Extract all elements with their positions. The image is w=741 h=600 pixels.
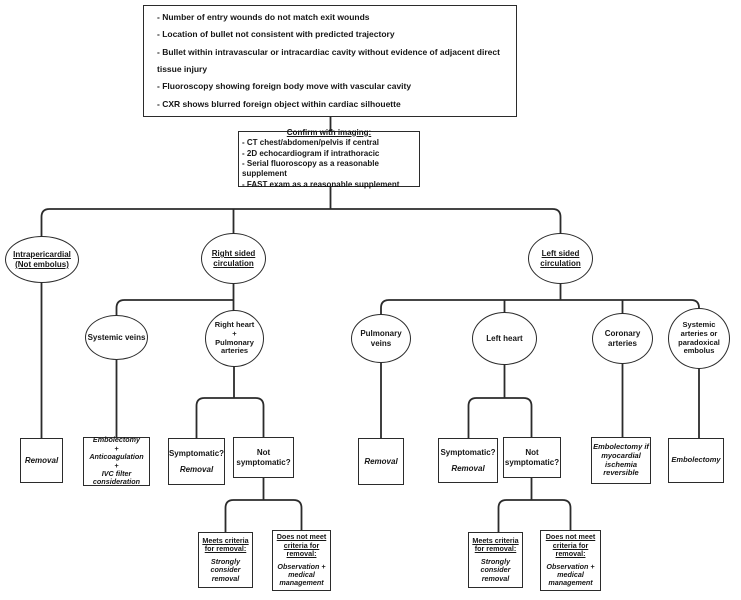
node-embolectomy-ischemia: Embolectomy if myocardial ischemia rever… bbox=[591, 437, 651, 484]
meets-criteria-action: Strongly consider removal bbox=[210, 556, 241, 583]
node-left-heart: Left heart bbox=[472, 312, 537, 365]
node-coronary-arteries: Coronary arteries bbox=[592, 313, 653, 364]
node-systemic-arteries-label: Systemic arteries or paradoxical embolus bbox=[678, 319, 720, 356]
node-left-heart-label: Left heart bbox=[486, 333, 523, 343]
meets-criteria-title: Meets criteria for removal: bbox=[202, 535, 249, 554]
node-symptomatic-left-circ: Symptomatic? Removal bbox=[438, 438, 498, 483]
node-right-heart-pulmonary-arteries: Right heart + Pulmonary arteries bbox=[205, 310, 264, 367]
node-does-not-meet-right-circ: Does not meet criteria for removal: Obse… bbox=[272, 530, 331, 591]
node-right-heart-label: Right heart + Pulmonary arteries bbox=[214, 319, 255, 356]
node-pulmonary-veins-label: Pulmonary veins bbox=[360, 329, 402, 348]
node-removal-pulmonary-veins: Removal bbox=[358, 438, 404, 485]
node-systemic-veins: Systemic veins bbox=[85, 315, 148, 360]
embolectomy-ischemia-label: Embolectomy if myocardial ischemia rever… bbox=[593, 441, 649, 478]
node-right-sided-label: Right sided circulation bbox=[211, 249, 256, 268]
meets-criteria-action: Strongly consider removal bbox=[480, 556, 511, 583]
does-not-meet-title: Does not meet criteria for removal: bbox=[545, 532, 596, 559]
node-systemic-veins-label: Systemic veins bbox=[87, 332, 146, 342]
removal-label: Removal bbox=[451, 463, 485, 473]
node-coronary-arteries-label: Coronary arteries bbox=[604, 329, 641, 348]
node-meets-criteria-left-circ: Meets criteria for removal: Strongly con… bbox=[468, 532, 523, 588]
removal-label: Removal bbox=[179, 464, 214, 474]
not-symptomatic-label: Not symptomatic? bbox=[504, 448, 560, 467]
embolectomy-combo-label: Embolectomy + Anticoagulation + IVC filt… bbox=[89, 435, 144, 487]
does-not-meet-action: Observation + medical management bbox=[277, 561, 326, 588]
node-left-sided-label: Left sided circulation bbox=[540, 249, 581, 268]
embolectomy-label: Embolectomy bbox=[671, 455, 721, 465]
removal-label: Removal bbox=[24, 455, 59, 465]
criteria-box: - Number of entry wounds do not match ex… bbox=[143, 5, 517, 117]
node-right-sided-circulation: Right sided circulation bbox=[201, 233, 266, 284]
symptomatic-label: Symptomatic? bbox=[440, 448, 496, 458]
criteria-list: - Number of entry wounds do not match ex… bbox=[157, 11, 500, 109]
node-does-not-meet-left-circ: Does not meet criteria for removal: Obse… bbox=[540, 530, 601, 591]
node-systemic-arteries-paradoxical: Systemic arteries or paradoxical embolus bbox=[668, 308, 730, 369]
meets-criteria-title: Meets criteria for removal: bbox=[472, 535, 519, 554]
symptomatic-label: Symptomatic? bbox=[168, 449, 225, 459]
node-not-symptomatic-right-circ: Not symptomatic? bbox=[233, 437, 294, 478]
node-intrapericardial: Intrapericardial (Not embolus) bbox=[5, 236, 79, 283]
node-pulmonary-veins: Pulmonary veins bbox=[351, 314, 411, 363]
node-intrapericardial-label: Intrapericardial (Not embolus) bbox=[13, 250, 71, 269]
node-left-sided-circulation: Left sided circulation bbox=[528, 233, 593, 284]
not-symptomatic-label: Not symptomatic? bbox=[236, 448, 291, 467]
imaging-box-title: Confirm with imaging: bbox=[286, 127, 372, 137]
node-removal-intrapericardial: Removal bbox=[20, 438, 63, 483]
node-embolectomy: Embolectomy bbox=[668, 438, 724, 483]
node-embolectomy-anticoagulation: Embolectomy + Anticoagulation + IVC filt… bbox=[83, 435, 150, 487]
removal-label: Removal bbox=[364, 456, 398, 466]
node-symptomatic-right-circ: Symptomatic? Removal bbox=[168, 438, 225, 485]
node-not-symptomatic-left-circ: Not symptomatic? bbox=[503, 437, 561, 478]
imaging-box: Confirm with imaging: - CT chest/abdomen… bbox=[238, 127, 420, 189]
node-meets-criteria-right-circ: Meets criteria for removal: Strongly con… bbox=[198, 532, 253, 588]
does-not-meet-action: Observation + medical management bbox=[546, 561, 595, 588]
does-not-meet-title: Does not meet criteria for removal: bbox=[276, 532, 327, 559]
imaging-box-items: - CT chest/abdomen/pelvis if central - 2… bbox=[242, 138, 400, 189]
